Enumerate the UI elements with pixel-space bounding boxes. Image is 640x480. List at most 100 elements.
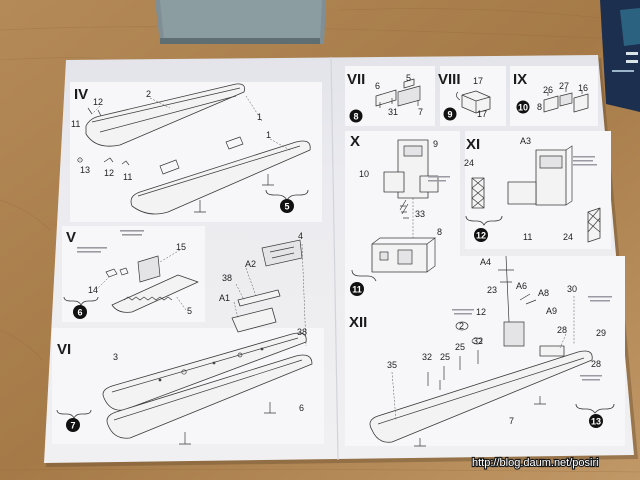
step-badge: 7 (66, 418, 80, 432)
section-numeral: VII (347, 71, 365, 88)
section-xii: XII A4 23 A6 A8 30 12 2 A9 28 2 (349, 255, 615, 447)
hull-section-drawing (95, 249, 199, 313)
tower-assembly-drawing (371, 139, 450, 273)
step-brace (63, 296, 99, 306)
step-number: 7 (70, 421, 75, 431)
tower-assembly-drawing (471, 145, 601, 243)
section-numeral: VIII (438, 71, 461, 88)
part-label: 31 (388, 107, 398, 117)
part-label: 1 (257, 112, 262, 122)
part-label: A3 (520, 136, 531, 146)
step-badge: 11 (350, 282, 364, 296)
part-label: 5 (187, 306, 192, 316)
part-label: 38 (222, 273, 232, 283)
step-number: 8 (353, 112, 358, 122)
section-viii: VIII 17 17 9 (438, 71, 491, 121)
part-label: 4 (298, 231, 303, 241)
part-label: 6 (299, 403, 304, 413)
step-number: 9 (447, 110, 452, 120)
section-ix: IX 26 27 16 8 10 (513, 71, 589, 114)
part-label: 11 (71, 119, 80, 129)
part-label: 28 (591, 359, 601, 369)
step-number: 6 (77, 308, 82, 318)
step-brace (351, 269, 377, 282)
ship-assembly-drawing (369, 255, 612, 447)
part-label: 35 (387, 360, 397, 370)
part-label: 26 (543, 85, 553, 95)
page-fold (330, 56, 339, 461)
part-label: 11 (123, 172, 132, 182)
step-badge: 8 (349, 109, 363, 123)
step-badge: 9 (443, 107, 457, 121)
part-label: 30 (567, 284, 577, 294)
part-label: A4 (480, 257, 491, 267)
part-label: 28 (557, 325, 567, 335)
part-label: A2 (245, 259, 256, 269)
watermark-text: http://blog.daum.net/posiri (472, 457, 599, 469)
part-label: 25 (455, 342, 465, 352)
part-label: 5 (406, 73, 411, 83)
part-label: 8 (437, 227, 442, 237)
step-brace (56, 409, 92, 419)
part-label: 32 (422, 352, 432, 362)
deck-part-3-drawing (102, 332, 307, 411)
part-label: 7 (418, 107, 423, 117)
part-label: 15 (176, 242, 186, 252)
part-label: A9 (546, 306, 557, 316)
step-number: 12 (476, 231, 486, 241)
section-numeral: X (350, 133, 360, 150)
deck-and-plates-drawing (231, 239, 307, 347)
part-label: A8 (538, 288, 549, 298)
part-label: 25 (440, 352, 450, 362)
part-label: 23 (487, 285, 497, 295)
part-label: 3 (113, 352, 118, 362)
step-number: 5 (284, 202, 289, 212)
assembly-drawing (456, 90, 491, 114)
section-numeral: IX (513, 71, 527, 88)
part-label: 6 (375, 81, 380, 91)
part-label: 38 (297, 327, 307, 337)
part-label: 17 (477, 109, 487, 119)
assembly-drawing (375, 78, 421, 108)
part-label: A6 (516, 281, 527, 291)
part-label: 29 (596, 328, 606, 338)
part-label: 13 (80, 165, 90, 175)
part-label: 24 (563, 232, 573, 242)
part-label: 11 (523, 232, 532, 242)
assembly-drawing (543, 87, 589, 113)
step-number: 10 (518, 103, 528, 113)
part-label: 24 (464, 158, 474, 168)
section-numeral: IV (74, 86, 88, 103)
step-badge: 12 (474, 228, 488, 242)
part-label: 12 (93, 97, 103, 107)
step-brace (465, 215, 503, 226)
part-label: 10 (359, 169, 369, 179)
section-numeral: XII (349, 314, 367, 331)
part-label: 32 (473, 336, 483, 346)
section-vi: VI 4 A2 38 A1 38 3 6 (56, 231, 313, 445)
leader-lines (91, 95, 291, 151)
step-number: 11 (352, 285, 362, 295)
part-label: 12 (476, 307, 486, 317)
kit-box-left (155, 0, 326, 44)
part-label: 9 (433, 139, 438, 149)
step-badge: 13 (589, 414, 603, 428)
part-label: 2 (146, 89, 151, 99)
section-x: X 9 10 33 8 11 (350, 133, 450, 296)
section-numeral: XI (466, 136, 480, 153)
section-xi: XI A3 24 11 24 12 (464, 136, 601, 243)
part-label: 2 (459, 321, 464, 331)
part-label: A1 (219, 293, 230, 303)
section-numeral: V (66, 229, 76, 246)
kit-box-right (600, 0, 640, 112)
hull-part-1-drawing (130, 136, 311, 215)
color-note-marks (77, 230, 144, 253)
step-brace (575, 403, 615, 414)
step-number: 13 (591, 417, 601, 427)
part-label: 12 (104, 168, 114, 178)
section-numeral: VI (57, 341, 71, 358)
part-label: 1 (266, 130, 271, 140)
step-badge: 10 (516, 100, 530, 114)
part-label: 8 (537, 102, 542, 112)
